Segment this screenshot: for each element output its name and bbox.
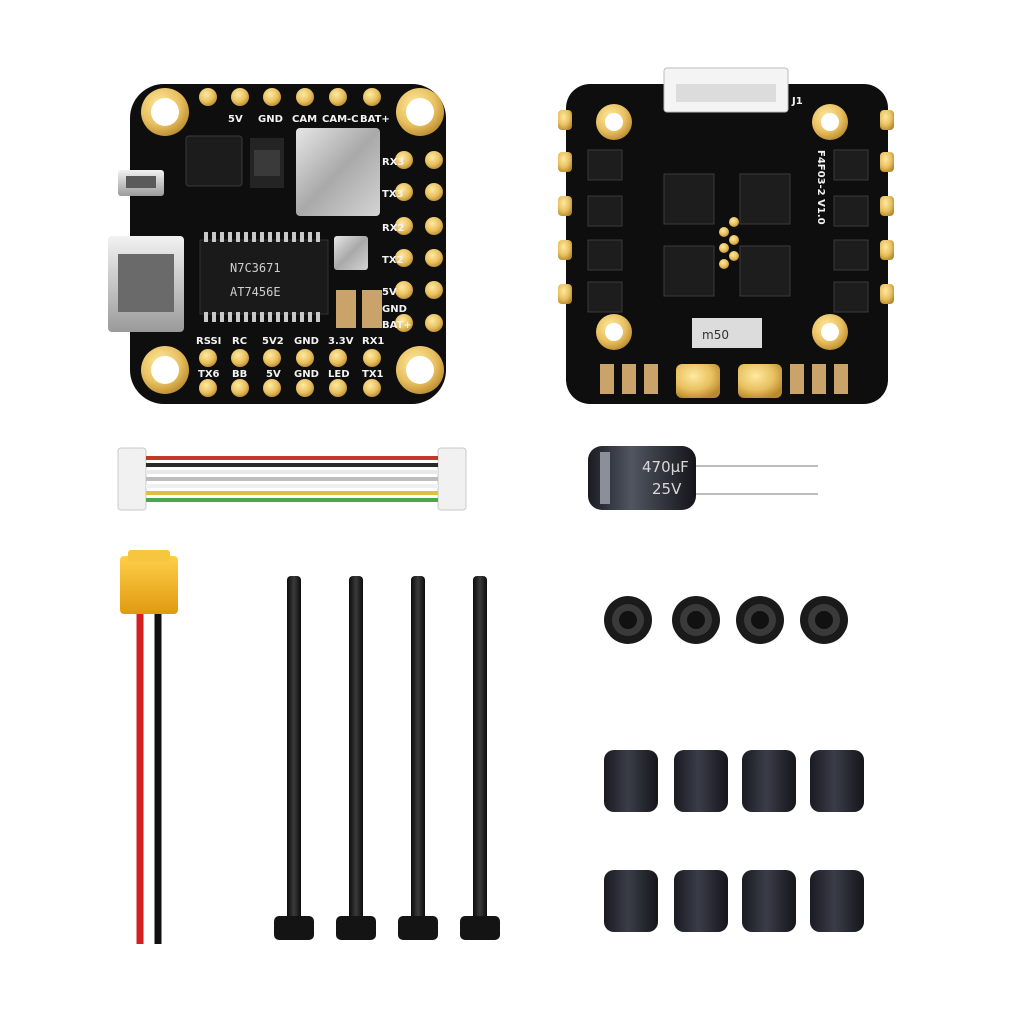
esc-mosfets bbox=[587, 149, 869, 313]
svg-text:5V: 5V bbox=[266, 369, 281, 380]
svg-text:470µF: 470µF bbox=[642, 458, 689, 476]
svg-text:BB: BB bbox=[232, 369, 247, 380]
svg-text:LED: LED bbox=[328, 369, 350, 380]
xt30-connector bbox=[120, 556, 178, 614]
fc-crystal bbox=[334, 236, 368, 270]
fc-right-pads bbox=[395, 151, 443, 332]
svg-text:GND: GND bbox=[294, 336, 319, 347]
svg-text:3.3V: 3.3V bbox=[328, 336, 354, 347]
svg-text:N7C3671: N7C3671 bbox=[230, 261, 281, 275]
flight-controller-board: 5V GND CAM CAM-C BAT+ RX3 TX3 RX2 TX2 5V… bbox=[108, 84, 446, 404]
lock-nuts bbox=[604, 596, 848, 644]
svg-text:J1: J1 bbox=[791, 96, 803, 107]
fc-mcu-chip bbox=[185, 135, 243, 187]
svg-text:RX1: RX1 bbox=[362, 336, 384, 347]
fc-top-pads bbox=[199, 88, 381, 106]
svg-text:CAM: CAM bbox=[292, 114, 317, 125]
fc-right-labels: RX3 TX3 RX2 TX2 5V GND BAT+ bbox=[382, 157, 412, 331]
long-screws bbox=[274, 576, 500, 940]
esc-current-shunt bbox=[692, 318, 762, 348]
svg-text:BAT+: BAT+ bbox=[382, 320, 412, 331]
svg-text:RX2: RX2 bbox=[382, 223, 404, 234]
fc-osd-chip: N7C3671 AT7456E bbox=[199, 232, 329, 322]
fc-gyro-shield bbox=[296, 128, 380, 216]
rubber-standoffs bbox=[604, 750, 864, 932]
svg-text:CAM-C: CAM-C bbox=[322, 114, 359, 125]
svg-text:25V: 25V bbox=[652, 480, 682, 498]
svg-text:5V: 5V bbox=[228, 114, 243, 125]
fc-top-labels: 5V GND CAM CAM-C BAT+ bbox=[228, 114, 390, 125]
fc-mounting-holes bbox=[141, 88, 444, 394]
svg-text:RX3: RX3 bbox=[382, 157, 404, 168]
svg-text:BAT+: BAT+ bbox=[360, 114, 390, 125]
esc-battery-pad-pos bbox=[738, 364, 782, 398]
esc-battery-pad-neg bbox=[676, 364, 720, 398]
esc-board: J1 F4F03-2 V1.0 bbox=[558, 67, 894, 404]
esc-motor-pads bbox=[558, 110, 894, 304]
svg-text:5V2: 5V2 bbox=[262, 336, 284, 347]
svg-text:TX3: TX3 bbox=[382, 189, 404, 200]
svg-text:AT7456E: AT7456E bbox=[230, 285, 281, 299]
svg-text:RSSI: RSSI bbox=[196, 336, 221, 347]
svg-text:TX2: TX2 bbox=[382, 255, 404, 266]
svg-text:RC: RC bbox=[232, 336, 247, 347]
svg-text:GND: GND bbox=[382, 304, 407, 315]
svg-text:GND: GND bbox=[294, 369, 319, 380]
svg-text:F4F03-2 V1.0: F4F03-2 V1.0 bbox=[815, 150, 826, 225]
svg-text:m50: m50 bbox=[702, 328, 729, 342]
xt30-power-lead bbox=[120, 550, 178, 944]
svg-text:5V: 5V bbox=[382, 287, 397, 298]
svg-text:GND: GND bbox=[258, 114, 283, 125]
fc-bottom-pads bbox=[199, 349, 381, 397]
svg-text:TX6: TX6 bbox=[198, 369, 220, 380]
fc-bottom-labels: RSSI RC 5V2 GND 3.3V RX1 TX6 BB 5V GND L… bbox=[196, 336, 384, 380]
svg-text:TX1: TX1 bbox=[362, 369, 384, 380]
jst-cable bbox=[117, 447, 467, 511]
electrolytic-capacitor: 470µF 25V bbox=[588, 446, 818, 510]
